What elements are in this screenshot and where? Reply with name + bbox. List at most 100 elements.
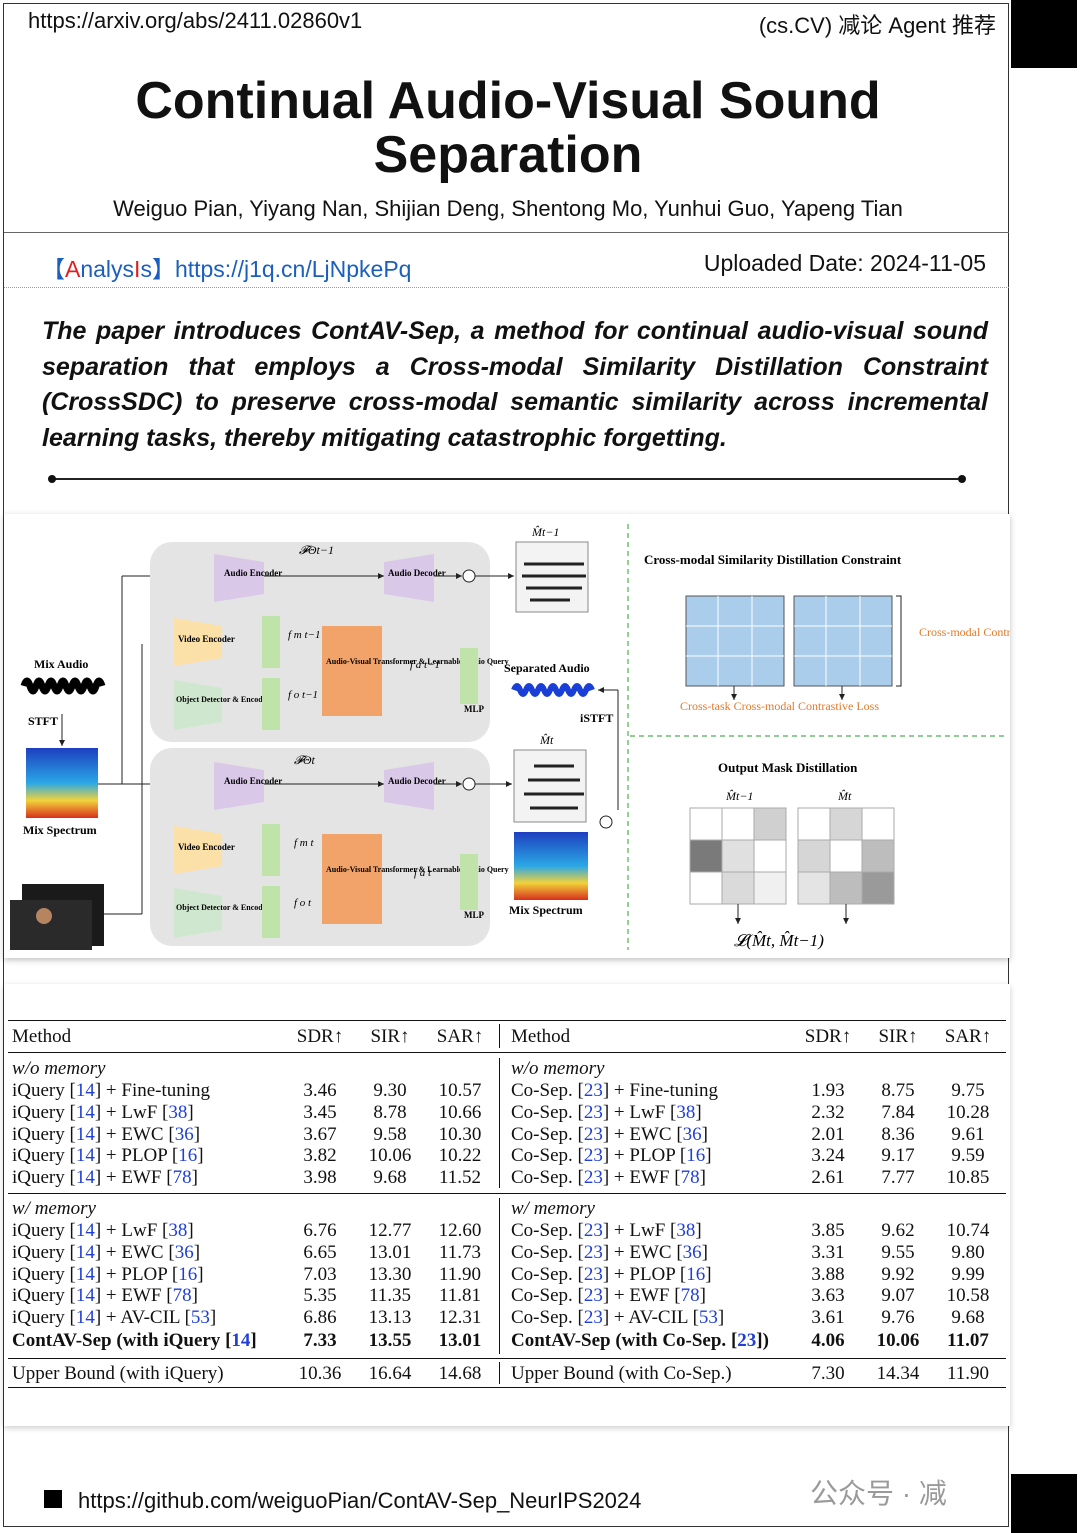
footer-bullet (44, 1490, 62, 1508)
object-detector-prev (174, 680, 222, 730)
method-right-1-1: Co-Sep. [23] + EWC [36] (511, 1241, 708, 1263)
value-left-1-4-1: 13.13 (368, 1307, 412, 1329)
section-label-right: w/ memory (511, 1198, 595, 1219)
crosssdc-title: Cross-modal Similarity Distillation Cons… (644, 552, 902, 567)
value-left-0-4-2: 11.52 (438, 1167, 482, 1189)
audio-decoder-prev-label: Audio Decoder (388, 568, 446, 578)
ours-right: ContAV-Sep (with Co-Sep. [23]) (511, 1330, 769, 1351)
object-detector-prev-label: Object Detector & Encoder (176, 695, 270, 704)
value-left-0-3-0: 3.82 (303, 1145, 337, 1167)
value-right-1-4-0: 3.61 (811, 1307, 845, 1329)
divider-mid (4, 287, 1009, 288)
value-left-1-0-0: 6.76 (303, 1220, 337, 1241)
value-right-1-2-1: 9.92 (881, 1263, 915, 1285)
value-left-0-0-0: 3.46 (303, 1080, 337, 1101)
github-url[interactable]: https://github.com/weiguoPian/ContAV-Sep… (78, 1488, 642, 1513)
fo-prev-label: f o t−1 (288, 689, 318, 701)
table-mid-rule (8, 1193, 1006, 1194)
value-right-0-2-1: 8.36 (881, 1123, 915, 1145)
method-left-0-2: iQuery [14] + EWC [36] (12, 1123, 201, 1145)
abstract-summary: The paper introduces ContAV-Sep, a metho… (42, 317, 988, 452)
theta-cur-label: 𝓕Θt (294, 753, 316, 767)
value-right-1-3-0: 3.63 (811, 1285, 845, 1307)
header-metric-right-2: SIR↑ (878, 1026, 918, 1047)
ours-right-value-2: 11.07 (947, 1330, 989, 1351)
method-left-1-1: iQuery [14] + EWC [36] (12, 1241, 201, 1263)
value-right-0-0-2: 9.75 (951, 1080, 985, 1101)
value-left-1-3-0: 5.35 (303, 1285, 337, 1307)
method-right-0-3: Co-Sep. [23] + PLOP [16] (511, 1145, 712, 1167)
value-left-0-0-2: 10.57 (438, 1080, 482, 1101)
video-encoder-prev-label: Video Encoder (178, 634, 235, 644)
vsep-section-1 (499, 1058, 500, 1188)
method-right-0-2: Co-Sep. [23] + EWC [36] (511, 1123, 708, 1145)
multiply-node-out (599, 815, 613, 829)
paper-title: Continual Audio-Visual Sound Separation (135, 72, 881, 184)
value-left-1-2-1: 13.30 (368, 1263, 412, 1285)
transformer-cur (322, 834, 382, 924)
ours-left-value-2: 13.01 (438, 1330, 482, 1351)
separated-audio-label: Separated Audio (504, 661, 590, 675)
mix-spectrum-right-label: Mix Spectrum (509, 903, 583, 917)
vsep-section-2 (499, 1198, 500, 1354)
method-left-1-4: iQuery [14] + AV-CIL [53] (12, 1307, 217, 1329)
arxiv-url[interactable]: https://arxiv.org/abs/2411.02860v1 (28, 8, 363, 33)
projection-prev-2 (262, 678, 280, 730)
mask-grid-cur (797, 807, 895, 905)
upper-left-value-1: 16.64 (368, 1363, 412, 1384)
similarity-matrix-prev (685, 595, 785, 687)
object-detector-cur-label: Object Detector & Encoder (176, 903, 270, 912)
method-right-1-4: Co-Sep. [23] + AV-CIL [53] (511, 1307, 725, 1329)
theta-prev-label: 𝓕Θt−1 (299, 543, 334, 557)
table-bottom-rule (8, 1387, 1006, 1388)
analysis-url[interactable]: https://j1q.cn/LjNpkePq (174, 256, 412, 282)
mix-spectrum-label: Mix Spectrum (23, 823, 97, 837)
header-metric-left-3: SAR↑ (436, 1026, 484, 1047)
value-right-1-2-2: 9.99 (951, 1263, 985, 1285)
table-top-rule (8, 1020, 1006, 1021)
mlp-prev-label: MLP (464, 704, 484, 714)
method-figure: Mix Audio STFT Mix Spectrum 𝓕Θt−1 Audio … (4, 514, 1065, 958)
mask-prev-label: M̂t−1 (531, 525, 559, 539)
value-right-1-0-1: 9.62 (881, 1220, 915, 1241)
value-left-0-4-1: 9.68 (373, 1167, 407, 1189)
section-label-left: w/ memory (12, 1198, 96, 1219)
corner-block-top (1011, 0, 1077, 68)
audio-encoder-cur-label: Audio Encoder (224, 776, 282, 786)
video-encoder-cur (174, 826, 222, 874)
value-right-0-3-2: 9.59 (951, 1145, 985, 1167)
value-left-1-1-0: 6.65 (303, 1241, 337, 1263)
projection-cur-1 (262, 824, 280, 876)
mix-audio-waveform (20, 677, 106, 695)
projection-prev-1 (262, 616, 280, 668)
method-right-0-1: Co-Sep. [23] + LwF [38] (511, 1101, 702, 1123)
upper-bound-right: Upper Bound (with Co-Sep.) (511, 1363, 732, 1384)
method-right-0-4: Co-Sep. [23] + EWF [78] (511, 1167, 706, 1189)
value-right-1-4-1: 9.76 (881, 1307, 915, 1329)
section-label-left: w/o memory (12, 1058, 106, 1079)
transformer-cur-label: Audio-Visual Transformer & Learnable Aud… (326, 865, 509, 874)
audio-encoder-prev-label: Audio Encoder (224, 568, 282, 578)
upper-right-value-0: 7.30 (811, 1363, 845, 1384)
analysis-letter-s: s (140, 256, 152, 282)
value-left-1-2-0: 7.03 (303, 1263, 337, 1285)
method-left-1-2: iQuery [14] + PLOP [16] (12, 1263, 204, 1285)
header-method-right: Method (511, 1026, 571, 1047)
vsep-header (499, 1024, 500, 1048)
header-metric-left-2: SIR↑ (370, 1026, 410, 1047)
audio-decoder-cur (384, 762, 434, 810)
mix-spectrum-right-image (514, 832, 588, 900)
method-right-1-0: Co-Sep. [23] + LwF [38] (511, 1220, 702, 1241)
upper-left-value-0: 10.36 (298, 1363, 342, 1384)
method-left-1-0: iQuery [14] + LwF [38] (12, 1220, 194, 1241)
value-right-0-1-0: 2.32 (811, 1101, 845, 1123)
paper-authors: Weiguo Pian, Yiyang Nan, Shijian Deng, S… (113, 196, 903, 221)
analysis-link-row[interactable]: 【AnalysIs】https://j1q.cn/LjNpkePq (42, 250, 411, 284)
similarity-matrix-cur (793, 595, 893, 687)
vsep-upper (499, 1362, 500, 1384)
method-left-0-0: iQuery [14] + Fine-tuning (12, 1080, 211, 1101)
divider-top (4, 232, 1009, 233)
value-right-1-1-1: 9.55 (881, 1241, 915, 1263)
value-left-0-3-1: 10.06 (368, 1145, 412, 1167)
